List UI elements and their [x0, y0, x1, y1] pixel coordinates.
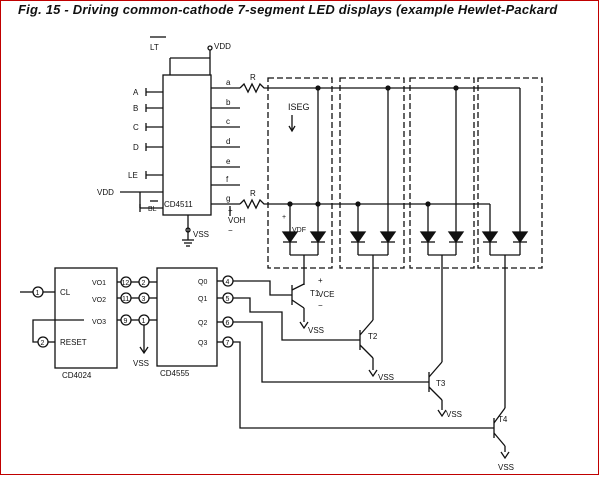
vo3-label: VO3: [92, 319, 106, 326]
demux-input-pins: [138, 276, 157, 355]
output-g-label: g: [226, 194, 230, 203]
transistor-t4: [493, 407, 510, 460]
cd4511-label: CD4511: [164, 200, 193, 209]
q2-to-t3: [233, 321, 429, 383]
vce-plus: +: [318, 276, 323, 285]
cd4511-chip: [162, 74, 212, 216]
t3-label: T3: [436, 379, 446, 388]
display-4-wiring: [489, 88, 521, 232]
iseg-label: ISEG: [288, 102, 310, 112]
pin-12-label: 12: [122, 280, 130, 287]
voh-minus: −: [228, 226, 233, 235]
t2-label: T2: [368, 332, 378, 341]
vdd-left-label: VDD: [97, 188, 114, 197]
t4-label: T4: [498, 415, 508, 424]
cd4555-chip: [156, 267, 218, 367]
decoder-inputs: [145, 88, 163, 179]
cl-label: CL: [60, 288, 71, 297]
output-f-label: f: [226, 175, 229, 184]
pin-9-label: 9: [124, 318, 128, 325]
cd4555-label: CD4555: [160, 369, 190, 378]
q3-to-t4: [233, 341, 494, 429]
output-c-label: c: [226, 117, 230, 126]
decoder-vss-label: VSS: [193, 230, 209, 239]
vdf-plus: +: [282, 214, 286, 221]
iseg-arrowhead: [288, 125, 296, 133]
demux-pin-4: 4: [226, 279, 230, 286]
output-b-label: b: [226, 98, 231, 107]
lt-label: LT: [150, 43, 159, 52]
vo1-label: VO1: [92, 280, 106, 287]
output-a-label: a: [226, 78, 231, 87]
vce-label: VCE: [318, 290, 334, 299]
demux-pin-7: 7: [226, 340, 230, 347]
transistor-t1: [291, 283, 309, 330]
demux-output-pins: [217, 275, 234, 348]
transistor-t3: [428, 361, 447, 418]
t1-label: T1: [310, 289, 320, 298]
display-2: [339, 77, 405, 269]
counter-output-pins: [117, 276, 139, 326]
display-2-wiring: [355, 85, 391, 232]
demux-pin-1: 1: [142, 318, 146, 325]
demux-vss-label: VSS: [133, 359, 149, 368]
reset-feedback: [32, 319, 84, 343]
t4-vss-label: VSS: [498, 463, 514, 472]
input-a-label: A: [133, 88, 139, 97]
t3-vss-label: VSS: [446, 410, 462, 419]
demux-pin-5: 5: [226, 296, 230, 303]
cl-pin-num: 1: [36, 290, 40, 297]
pin-11-label: 11: [122, 296, 129, 303]
display-4: [477, 77, 543, 269]
demux-pin-3: 3: [142, 296, 146, 303]
led-segments: [281, 231, 529, 244]
decoder-outputs: [211, 87, 240, 205]
decoder-vss-node: [185, 227, 191, 233]
output-e-label: e: [226, 157, 231, 166]
t1-vss-label: VSS: [308, 326, 324, 335]
q0-to-t1: [233, 280, 292, 296]
common-cathodes: [289, 242, 521, 408]
input-b-label: B: [133, 104, 138, 113]
input-le-label: LE: [128, 171, 138, 180]
vdf-label: VDF: [292, 227, 306, 234]
bl-label: BL: [148, 206, 157, 213]
vce-minus: −: [318, 301, 323, 310]
demux-pin-2: 2: [142, 280, 146, 287]
reset-pin-num: 2: [41, 340, 45, 347]
transistor-t2: [359, 319, 378, 378]
figure-title: Fig. 15 - Driving common-cathode 7-segme…: [18, 2, 558, 17]
resistor-g: [239, 198, 270, 210]
vo2-label: VO2: [92, 297, 106, 304]
resistor-g-label: R: [250, 189, 256, 198]
resistor-a-label: R: [250, 73, 256, 82]
reset-label: RESET: [60, 338, 87, 347]
display-3-wiring: [425, 85, 459, 232]
output-d-label: d: [226, 137, 230, 146]
display-boxes: [267, 77, 543, 269]
resistor-a: [239, 82, 270, 94]
input-d-label: D: [133, 143, 139, 152]
t2-vss-label: VSS: [378, 373, 394, 382]
q1-to-t2: [233, 297, 360, 341]
input-c-label: C: [133, 123, 139, 132]
cd4024-label: CD4024: [62, 371, 92, 380]
q2-label: Q2: [198, 320, 207, 327]
cd4024-chip: [54, 267, 118, 369]
q0-label: Q0: [198, 279, 207, 286]
display-1: [267, 77, 333, 269]
q3-label: Q3: [198, 340, 207, 347]
q1-label: Q1: [198, 296, 207, 303]
display-3: [409, 77, 475, 269]
demux-pin-6: 6: [226, 320, 230, 327]
display-1-wiring: [287, 85, 321, 232]
vdd-top-label: VDD: [214, 42, 231, 51]
voh-label: VOH: [228, 216, 246, 225]
vdd-terminal: [207, 45, 213, 51]
